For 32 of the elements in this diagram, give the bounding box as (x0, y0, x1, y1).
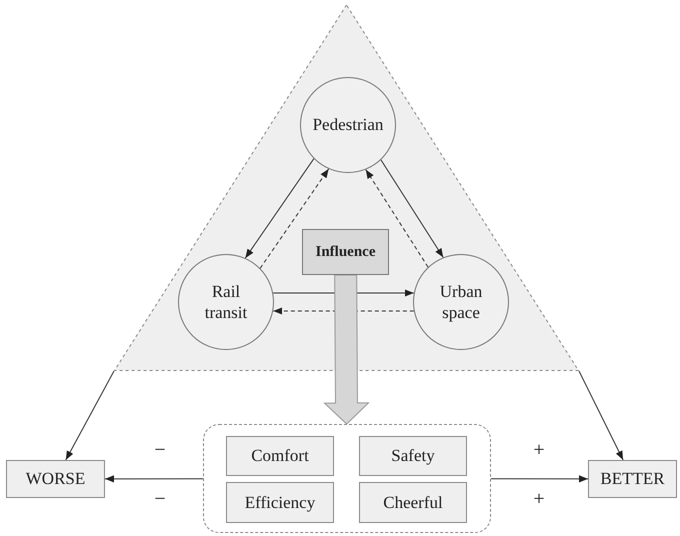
factor-box (6, 460, 105, 498)
arrow (578, 370, 624, 460)
arrow (65, 370, 114, 460)
block-arrow (323, 274, 370, 425)
factor-box (226, 482, 334, 523)
sign-label: − (153, 440, 167, 460)
arrow (244, 158, 314, 259)
arrow (490, 475, 588, 482)
sign-label: − (153, 489, 167, 509)
arrow (365, 169, 429, 268)
node-label: Cheerful (383, 492, 443, 514)
node-label: Safety (391, 445, 435, 467)
node-label: Pedestrian (312, 114, 384, 136)
arrow (104, 475, 204, 482)
arrow (260, 168, 330, 269)
node-label: Influence (316, 242, 376, 262)
factor-box (588, 460, 677, 498)
node-label: Urban space (438, 280, 484, 324)
sign-label: + (532, 489, 546, 509)
dashed-group-box (203, 424, 491, 533)
node-label: Comfort (251, 445, 309, 467)
sign-label: + (532, 440, 546, 460)
node-label: BETTER (600, 468, 665, 490)
node-label: WORSE (26, 468, 86, 490)
arrow (380, 159, 444, 258)
influence-box (302, 229, 389, 275)
node-label: Efficiency (244, 492, 316, 514)
factor-box (359, 436, 467, 476)
triangle-zone (114, 4, 579, 371)
factor-box (226, 436, 334, 476)
node-label: Rail transit (204, 280, 248, 324)
factor-box (359, 482, 467, 523)
